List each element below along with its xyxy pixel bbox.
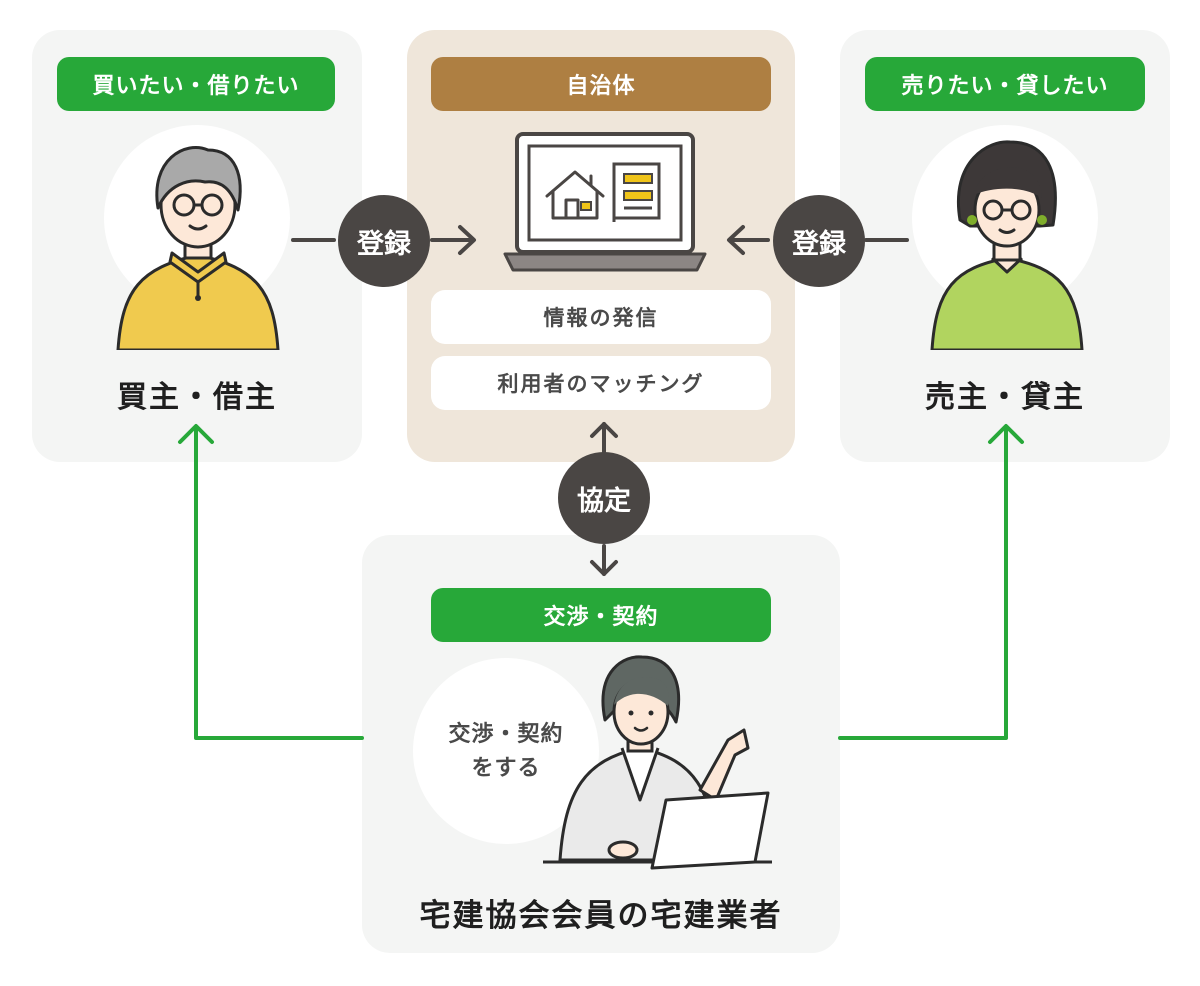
register-right-arrow: [727, 225, 909, 255]
register-left-badge: 登録: [338, 195, 430, 287]
buyer-person-illustration: [116, 146, 280, 350]
agreement-arrows: [590, 422, 618, 576]
seller-header: 売りたい・貸したい: [865, 57, 1145, 111]
agreement-badge: 協定: [558, 452, 650, 544]
register-left-arrow: [291, 225, 476, 255]
buyer-header: 買いたい・借りたい: [57, 57, 335, 111]
green-connector-left: [178, 424, 364, 740]
negotiation-header: 交渉・契約: [431, 588, 771, 642]
agent-role-label: 宅建協会会員の宅建業者: [419, 898, 783, 934]
agent-person-illustration: [543, 655, 772, 870]
laptop-house-icon: [503, 132, 707, 272]
seller-role-label: 売主・貸主: [925, 380, 1085, 415]
speech-bubble-line2: をする: [471, 756, 541, 781]
seller-person-illustration: [930, 140, 1084, 350]
feature-user-matching: 利用者のマッチング: [431, 356, 771, 410]
speech-bubble-text: 交渉・契約 をする: [413, 718, 599, 786]
speech-bubble-line1: 交渉・契約: [448, 722, 564, 747]
buyer-role-label: 買主・借主: [117, 380, 277, 415]
green-connector-right: [838, 424, 1024, 740]
municipality-header: 自治体: [431, 57, 771, 111]
register-right-badge: 登録: [773, 195, 865, 287]
feature-info-dissemination: 情報の発信: [431, 290, 771, 344]
